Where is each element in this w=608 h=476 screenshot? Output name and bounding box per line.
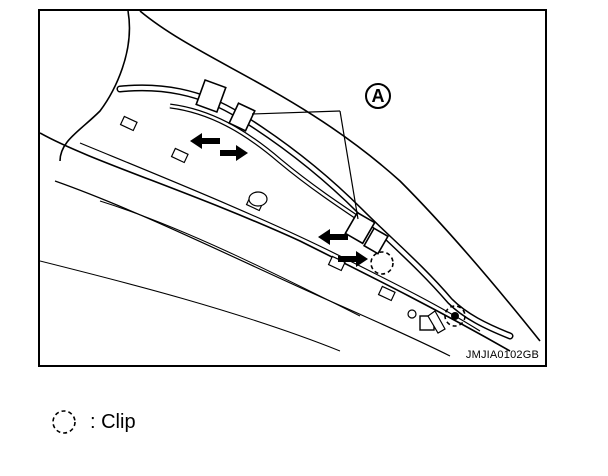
tailgate-harness-illustration bbox=[40, 11, 541, 357]
panel-groove-line bbox=[99, 200, 361, 317]
dashed-circle-icon bbox=[52, 410, 76, 434]
panel-lower-curve bbox=[40, 260, 341, 352]
arrow-lower-left bbox=[318, 229, 348, 245]
panel-hole bbox=[170, 147, 189, 164]
panel-inner-line bbox=[79, 142, 481, 332]
connector-a-lower bbox=[344, 211, 376, 245]
figure-code: JMJIA0102GB bbox=[465, 349, 539, 361]
arrow-upper-left bbox=[190, 133, 220, 149]
legend-clip-label: : Clip bbox=[90, 410, 136, 433]
panel-edge-top bbox=[139, 11, 541, 342]
panel-fastener bbox=[407, 309, 417, 319]
panel-hole-round bbox=[248, 191, 268, 207]
clip-marker bbox=[444, 305, 466, 327]
panel-edge-lower bbox=[40, 132, 511, 352]
arrow-lower-right bbox=[338, 251, 368, 267]
clip-center bbox=[451, 312, 459, 320]
illustration-frame: A JMJIA0102GB bbox=[38, 9, 547, 367]
callout-a-label: A bbox=[365, 83, 391, 109]
panel-bottom-line bbox=[54, 180, 451, 357]
harness-branch-inner bbox=[169, 104, 371, 228]
connector-lower-mate bbox=[362, 227, 390, 255]
harness-outer bbox=[116, 84, 514, 340]
connector-upper bbox=[195, 78, 227, 114]
connector-a-upper bbox=[228, 102, 256, 132]
harness-branch bbox=[169, 103, 372, 229]
panel-edge-left bbox=[59, 11, 131, 162]
panel-hole bbox=[377, 285, 396, 302]
leader-line-lower bbox=[339, 110, 359, 220]
leader-line-upper bbox=[251, 110, 341, 115]
arrow-upper-right bbox=[220, 145, 248, 161]
panel-bracket bbox=[427, 310, 446, 334]
legend: : Clip bbox=[50, 408, 136, 436]
panel-hole bbox=[119, 115, 138, 132]
clip-marker bbox=[370, 251, 394, 275]
